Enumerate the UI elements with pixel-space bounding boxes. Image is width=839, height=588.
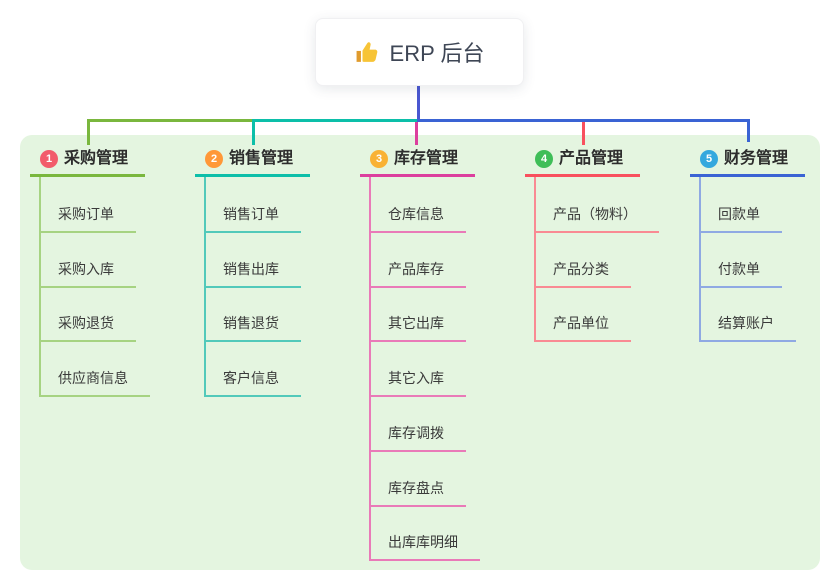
child-topic[interactable]: 采购订单 [39,205,136,233]
bus-segment-5 [417,119,750,122]
children-spine [369,177,371,561]
branch-topic[interactable]: 产品管理 [559,150,624,167]
child-topic[interactable]: 客户信息 [204,369,301,397]
child-topic[interactable]: 产品单位 [534,314,631,342]
root-node[interactable]: ERP 后台 [315,18,524,86]
child-topic[interactable]: 产品分类 [534,260,631,288]
child-topic[interactable]: 结算账户 [699,314,796,342]
child-topic[interactable]: 供应商信息 [39,369,150,397]
branch-topic[interactable]: 库存管理 [394,150,459,167]
child-topic[interactable]: 出库库明细 [369,533,480,561]
children-spine [699,177,701,342]
branch-underline [525,174,640,177]
children-spine [534,177,536,342]
drop-branch-3 [415,122,418,145]
branch-underline [690,174,805,177]
child-topic[interactable]: 库存调拨 [369,424,466,452]
child-topic[interactable]: 仓库信息 [369,205,466,233]
child-topic[interactable]: 销售退货 [204,314,301,342]
child-topic[interactable]: 其它出库 [369,314,466,342]
drop-branch-5 [747,122,750,142]
child-topic[interactable]: 销售订单 [204,205,301,233]
drop-branch-1 [87,119,90,145]
branch-underline [360,174,475,177]
branch-number-badge: 4 [535,150,553,168]
branch-number-badge: 2 [205,150,223,168]
child-topic[interactable]: 付款单 [699,260,782,288]
branch-topic[interactable]: 财务管理 [724,150,789,167]
thumbs-up-icon [355,40,380,65]
branch-topic[interactable]: 销售管理 [229,150,294,167]
child-topic[interactable]: 产品库存 [369,260,466,288]
child-topic[interactable]: 采购退货 [39,314,136,342]
child-topic[interactable]: 回款单 [699,205,782,233]
branch-number-badge: 5 [700,150,718,168]
child-topic[interactable]: 其它入库 [369,369,466,397]
child-topic[interactable]: 库存盘点 [369,479,466,507]
bus-segment-2 [252,119,420,122]
root-connector [417,84,420,121]
branches-panel [20,135,820,570]
branch-number-badge: 1 [40,150,58,168]
branch-underline [30,174,145,177]
branch-underline [195,174,310,177]
bus-segment-1 [87,119,252,122]
child-topic[interactable]: 销售出库 [204,260,301,288]
drop-branch-4 [582,122,585,145]
root-title: ERP 后台 [389,41,485,66]
branch-number-badge: 3 [370,150,388,168]
drop-branch-2 [252,119,255,145]
child-topic[interactable]: 采购入库 [39,260,136,288]
child-topic[interactable]: 产品（物料） [534,205,659,233]
branch-topic[interactable]: 采购管理 [64,150,129,167]
